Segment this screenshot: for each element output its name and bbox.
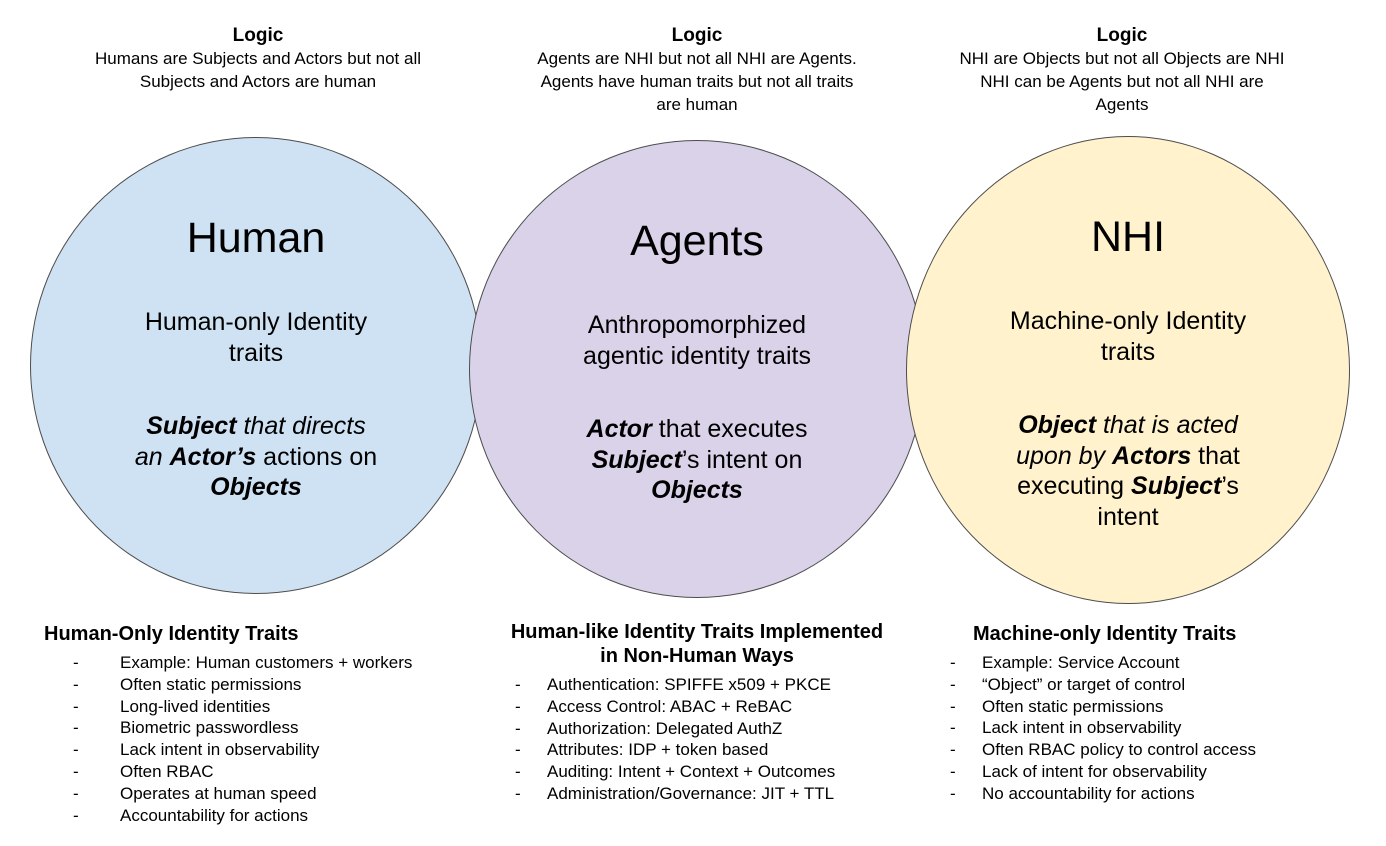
human-traits-section: Human-Only Identity Traits Example: Huma… — [44, 622, 464, 826]
agents-circle-statement: Actor that executes Subject’s intent on … — [470, 414, 924, 506]
nhi-traits-heading: Machine-only Identity Traits — [973, 623, 1237, 645]
trait-item: Authorization: Delegated AuthZ — [467, 718, 927, 740]
trait-item: Accountability for actions — [44, 805, 464, 827]
trait-item: Long-lived identities — [44, 696, 464, 718]
statement-run: that executing — [1017, 441, 1240, 501]
agents-circle-title: Agents — [630, 217, 764, 265]
human-circle-title: Human — [186, 214, 326, 262]
human-circle-statement: Subject that directs an Actor’s actions … — [31, 411, 481, 503]
human-circle-subtitle: Human-only Identity traits — [144, 308, 368, 367]
trait-item: Example: Service Account — [940, 652, 1380, 674]
human-traits-heading: Human-Only Identity Traits — [44, 623, 299, 645]
statement-run: that executes — [658, 415, 808, 444]
nhi-traits-list: Example: Service Account“Object” or targ… — [940, 652, 1380, 805]
statement-run: ’s intent — [1097, 472, 1239, 531]
agents-circle-subtitle: Anthropomorphized agentic identity trait… — [583, 311, 811, 370]
statement-run: Subject — [146, 412, 237, 441]
statement-run: Subject — [591, 445, 682, 474]
nhi-circle-title: NHI — [1090, 213, 1166, 261]
logic-note-human: Logic Humans are Subjects and Actors but… — [28, 24, 488, 94]
statement-run: that is acted upon by — [1016, 411, 1238, 470]
agents-traits-section: Human-like Identity Traits Implemented i… — [467, 620, 927, 805]
nhi-circle-subtitle: Machine-only Identity traits — [1009, 307, 1247, 366]
trait-item: Authentication: SPIFFE x509 + PKCE — [467, 674, 927, 696]
trait-item: Often static permissions — [44, 674, 464, 696]
trait-item: Often RBAC — [44, 761, 464, 783]
trait-item: Lack intent in observability — [940, 717, 1380, 739]
trait-item: Often RBAC policy to control access — [940, 739, 1380, 761]
logic-note-text: Agents are NHI but not all NHI are Agent… — [537, 48, 857, 114]
trait-item: Lack of intent for observability — [940, 761, 1380, 783]
statement-run: ’s intent on — [681, 445, 803, 474]
statement-run: actions on — [263, 442, 378, 471]
statement-run: Actors — [1112, 441, 1192, 470]
trait-item: Lack intent in observability — [44, 739, 464, 761]
logic-note-nhi: Logic NHI are Objects but not all Object… — [892, 24, 1352, 117]
trait-item: Example: Human customers + workers — [44, 652, 464, 674]
statement-run: Actor’s — [169, 442, 257, 471]
trait-item: Operates at human speed — [44, 783, 464, 805]
statement-run: Objects — [210, 473, 302, 502]
agents-traits-list: Authentication: SPIFFE x509 + PKCEAccess… — [467, 674, 927, 805]
trait-item: Auditing: Intent + Context + Outcomes — [467, 761, 927, 783]
trait-item: No accountability for actions — [940, 783, 1380, 805]
nhi-circle: NHI Machine-only Identity traits Object … — [906, 136, 1350, 604]
logic-note-title: Logic — [671, 25, 723, 46]
trait-item: Access Control: ABAC + ReBAC — [467, 696, 927, 718]
statement-run: Actor — [586, 415, 652, 444]
trait-item: Biometric passwordless — [44, 717, 464, 739]
trait-item: Attributes: IDP + token based — [467, 739, 927, 761]
nhi-traits-section: Machine-only Identity Traits Example: Se… — [940, 622, 1380, 805]
trait-item: “Object” or target of control — [940, 674, 1380, 696]
trait-item: Administration/Governance: JIT + TTL — [467, 783, 927, 805]
logic-note-agents: Logic Agents are NHI but not all NHI are… — [467, 24, 927, 117]
statement-run: Object — [1018, 411, 1097, 440]
trait-item: Often static permissions — [940, 696, 1380, 718]
logic-note-text: Humans are Subjects and Actors but not a… — [94, 48, 421, 91]
logic-note-text: NHI are Objects but not all Objects are … — [959, 48, 1285, 114]
agents-traits-heading: Human-like Identity Traits Implemented i… — [510, 621, 884, 667]
agents-circle: Agents Anthropomorphized agentic identit… — [469, 140, 925, 598]
nhi-circle-statement: Object that is acted upon by Actors that… — [907, 410, 1349, 532]
statement-run: Subject — [1131, 472, 1222, 501]
human-circle: Human Human-only Identity traits Subject… — [30, 137, 482, 594]
human-traits-list: Example: Human customers + workersOften … — [44, 652, 464, 826]
statement-run: that directs an — [134, 412, 366, 471]
statement-run: Objects — [651, 476, 743, 505]
logic-note-title: Logic — [1096, 25, 1148, 46]
logic-note-title: Logic — [232, 25, 284, 46]
